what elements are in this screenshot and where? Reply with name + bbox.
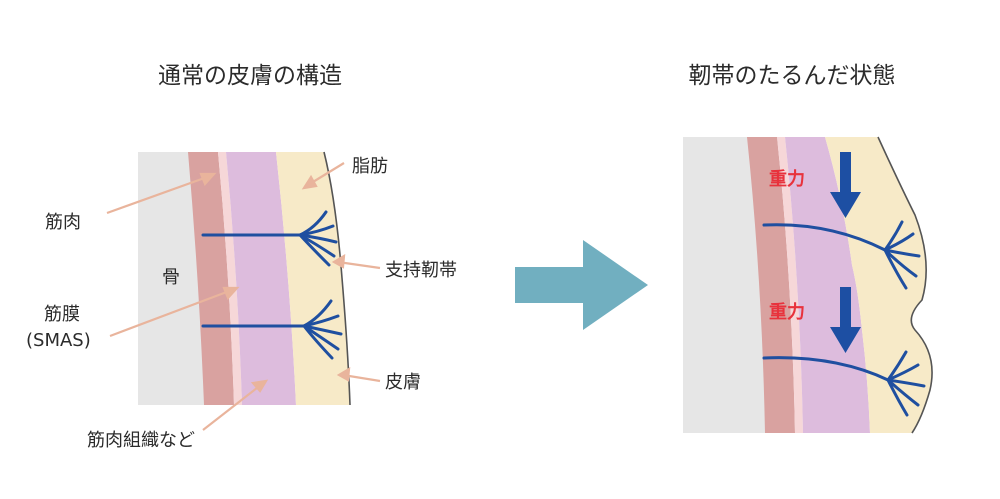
- fascia-label-line1: 筋膜: [44, 304, 80, 325]
- transition-arrow: [515, 240, 648, 330]
- right-panel-title: 靭帯のたるんだ状態: [689, 63, 896, 89]
- muscle-tissue-label: 筋肉組織など: [87, 430, 195, 451]
- ligament-upper-sagging: [762, 220, 921, 290]
- ligament-lower: [201, 299, 343, 360]
- normal-skin-structure: 骨 筋肉 筋膜 (SMAS) 筋肉組織など 脂肪 支持靭帯 皮膚: [26, 151, 457, 451]
- muscle-label: 筋肉: [45, 212, 81, 233]
- gravity-label-bottom: 重力: [769, 301, 805, 323]
- gravity-arrow-icon-bottom: [830, 287, 861, 353]
- ligament-upper: [201, 210, 338, 267]
- gravity-label-top: 重力: [769, 168, 805, 190]
- left-panel-title: 通常の皮膚の構造: [158, 63, 342, 89]
- pointer-lines: [106, 162, 381, 431]
- skin-surface-sagging: [877, 136, 933, 434]
- ligament-lower-sagging: [762, 350, 926, 417]
- sagging-skin-structure: 重力 重力: [683, 136, 933, 434]
- muscle-layer: [188, 152, 234, 405]
- ligament-label: 支持靭帯: [385, 260, 457, 281]
- fat-label: 脂肪: [352, 156, 388, 177]
- bone-label: 骨: [162, 267, 180, 288]
- fat-layer: [276, 152, 350, 405]
- gravity-arrow-icon-top: [830, 152, 861, 218]
- fascia-label-line2: (SMAS): [26, 330, 91, 351]
- skin-label: 皮膚: [385, 372, 421, 393]
- fat-layer-sagging: [825, 137, 933, 433]
- fascia-layer: [218, 152, 242, 405]
- muscle-tissue-layer: [226, 152, 296, 405]
